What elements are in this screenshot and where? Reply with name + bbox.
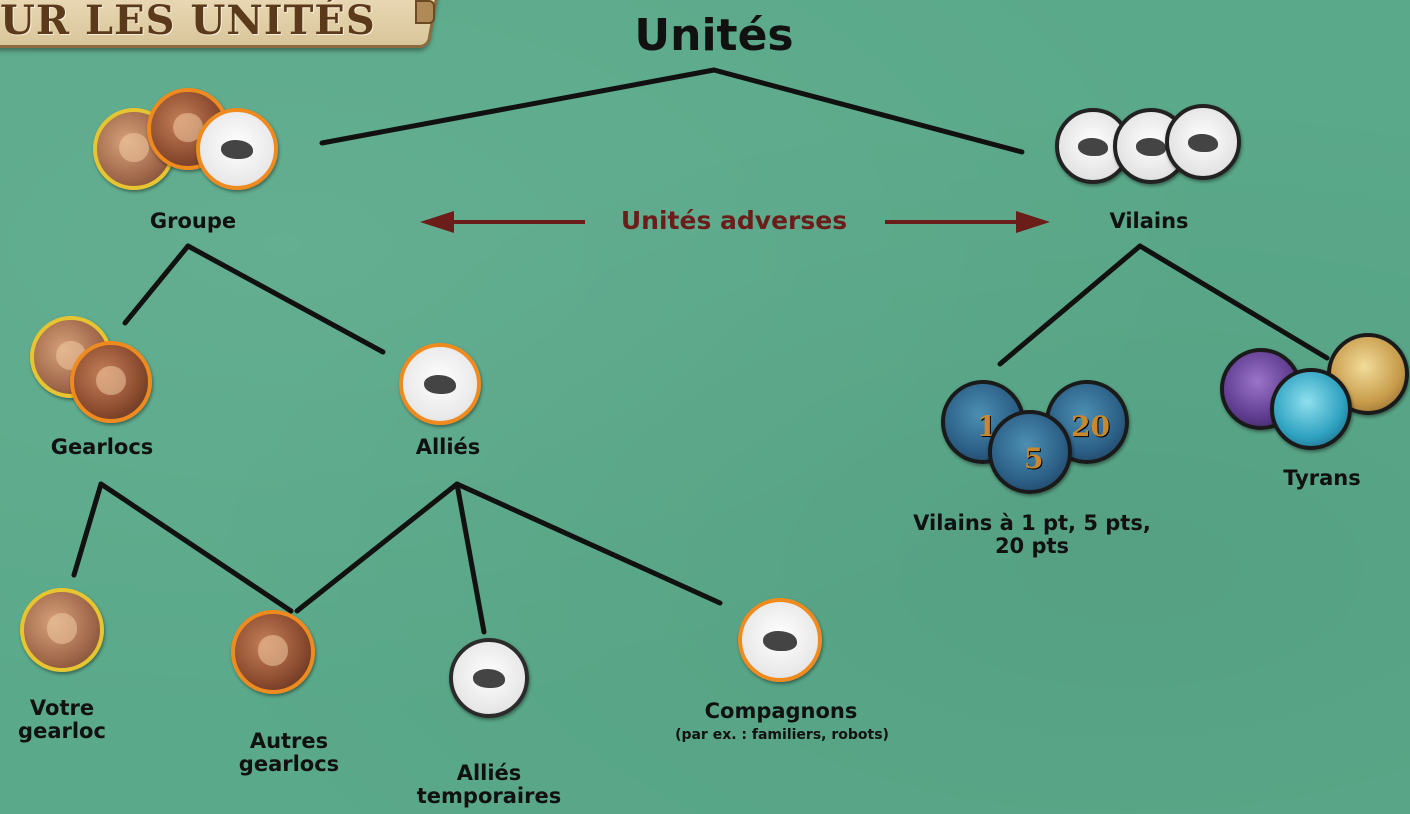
companion-token (738, 598, 822, 682)
your-gearloc-label: Votre gearloc (18, 696, 106, 744)
edge-party-gearlocs (122, 243, 191, 326)
adverse-arrow-right-head (1016, 211, 1050, 233)
villain-5pt-token: 5 (988, 410, 1072, 494)
companions-note: (par ex. : familiers, robots) (675, 727, 889, 743)
banner-tab (415, 0, 435, 24)
edge-allies-temp (454, 481, 487, 635)
other-gearlocs-label: Autres gearlocs (238, 729, 340, 777)
section-banner-text: UR LES UNITÉS (0, 0, 376, 37)
tyrants-label: Tyrans (1283, 466, 1361, 490)
ally-token (399, 343, 481, 425)
villain-20pt-value: 20 (1071, 410, 1110, 443)
edge-villains-tyrants (1137, 243, 1330, 361)
villains-label: Vilains (1109, 209, 1189, 233)
villain-token (1165, 104, 1241, 180)
edge-gearlocs-other (98, 481, 294, 614)
edge-villains-pts (997, 243, 1143, 367)
companions-label: Compagnons (704, 699, 858, 723)
edge-party-allies (185, 243, 386, 355)
edge-allies-other (294, 481, 460, 614)
root-label: Unités (634, 10, 794, 61)
ally-token (196, 108, 278, 190)
gearlocs-label: Gearlocs (50, 435, 154, 459)
adverse-arrow-left-head (420, 211, 454, 233)
tyrant-token (1270, 368, 1352, 450)
gearloc-token (20, 588, 104, 672)
adverse-units-label: Unités adverses (620, 206, 848, 235)
allies-label: Alliés (415, 435, 481, 459)
villain-5pt-value: 5 (1024, 442, 1044, 475)
edge-allies-companions (454, 481, 723, 606)
temporary-ally-token (449, 638, 529, 718)
temporary-allies-label: Alliés temporaires (416, 761, 562, 809)
villain-points-label: Vilains à 1 pt, 5 pts, 20 pts (913, 511, 1151, 559)
gearloc-token (231, 610, 315, 694)
edge-root-villains (711, 67, 1025, 155)
gearloc-token (70, 341, 152, 423)
edge-root-party (319, 67, 717, 146)
party-label: Groupe (149, 209, 237, 233)
edge-gearlocs-your (71, 481, 104, 578)
